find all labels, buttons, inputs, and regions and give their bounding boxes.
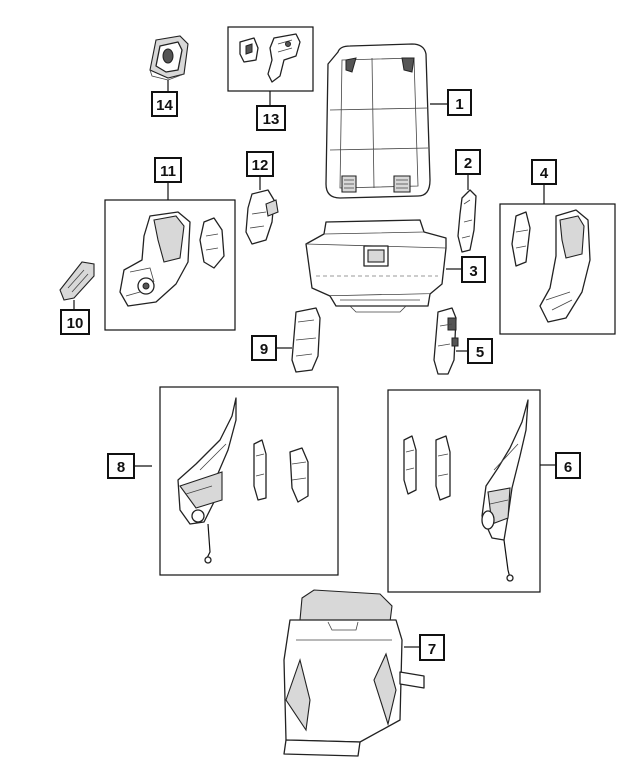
- callout-9: 9: [251, 335, 277, 361]
- svg-text:1: 1: [455, 96, 463, 113]
- callout-13: 13: [256, 105, 286, 131]
- callout-5: 5: [467, 338, 493, 364]
- svg-text:3: 3: [469, 263, 477, 280]
- part-13-latch-bracket: [239, 33, 301, 83]
- callout-3: 3: [461, 256, 486, 283]
- part-3-seat-cushion-pan: [305, 219, 447, 313]
- part-14-headrest-guide: [149, 35, 189, 81]
- svg-text:14: 14: [156, 97, 173, 114]
- part-4-seat-side-shield: [511, 209, 591, 323]
- callout-7: 7: [419, 634, 445, 661]
- group-box-13: [227, 26, 314, 92]
- callout-14: 14: [151, 91, 178, 117]
- callout-8: 8: [107, 453, 135, 479]
- part-11-seat-side-shield: [119, 211, 225, 307]
- callout-6: 6: [555, 452, 581, 479]
- svg-text:2: 2: [464, 155, 472, 172]
- svg-text:11: 11: [160, 163, 176, 180]
- svg-text:9: 9: [260, 341, 268, 358]
- callout-2: 2: [455, 149, 481, 175]
- svg-text:6: 6: [564, 459, 572, 476]
- part-6-seat-cushion-trim-right: [403, 399, 529, 582]
- group-box-11: [104, 199, 236, 331]
- svg-text:5: 5: [476, 344, 484, 361]
- callout-10: 10: [60, 309, 90, 335]
- group-box-4: [499, 203, 616, 335]
- callout-12: 12: [246, 151, 274, 177]
- svg-text:10: 10: [67, 315, 84, 332]
- svg-text:12: 12: [252, 157, 269, 174]
- part-7-seat-cushion-cover: [283, 589, 425, 757]
- part-10-recliner-handle: [59, 261, 95, 301]
- svg-text:7: 7: [428, 641, 436, 658]
- svg-text:8: 8: [117, 459, 125, 476]
- callout-1: 1: [447, 89, 472, 116]
- part-12-recliner-cover: [245, 189, 279, 245]
- part-2-side-trim: [457, 189, 477, 253]
- part-1-seat-back-panel: [325, 43, 431, 199]
- group-box-8: [159, 386, 339, 576]
- part-9-outer-trim: [291, 307, 321, 373]
- svg-text:13: 13: [263, 111, 280, 128]
- part-5-inner-trim: [433, 307, 459, 375]
- callout-11: 11: [154, 157, 182, 183]
- part-8-seat-cushion-trim-left: [177, 397, 309, 564]
- svg-text:4: 4: [540, 165, 549, 182]
- callout-4: 4: [531, 159, 557, 185]
- group-box-6: [387, 389, 541, 593]
